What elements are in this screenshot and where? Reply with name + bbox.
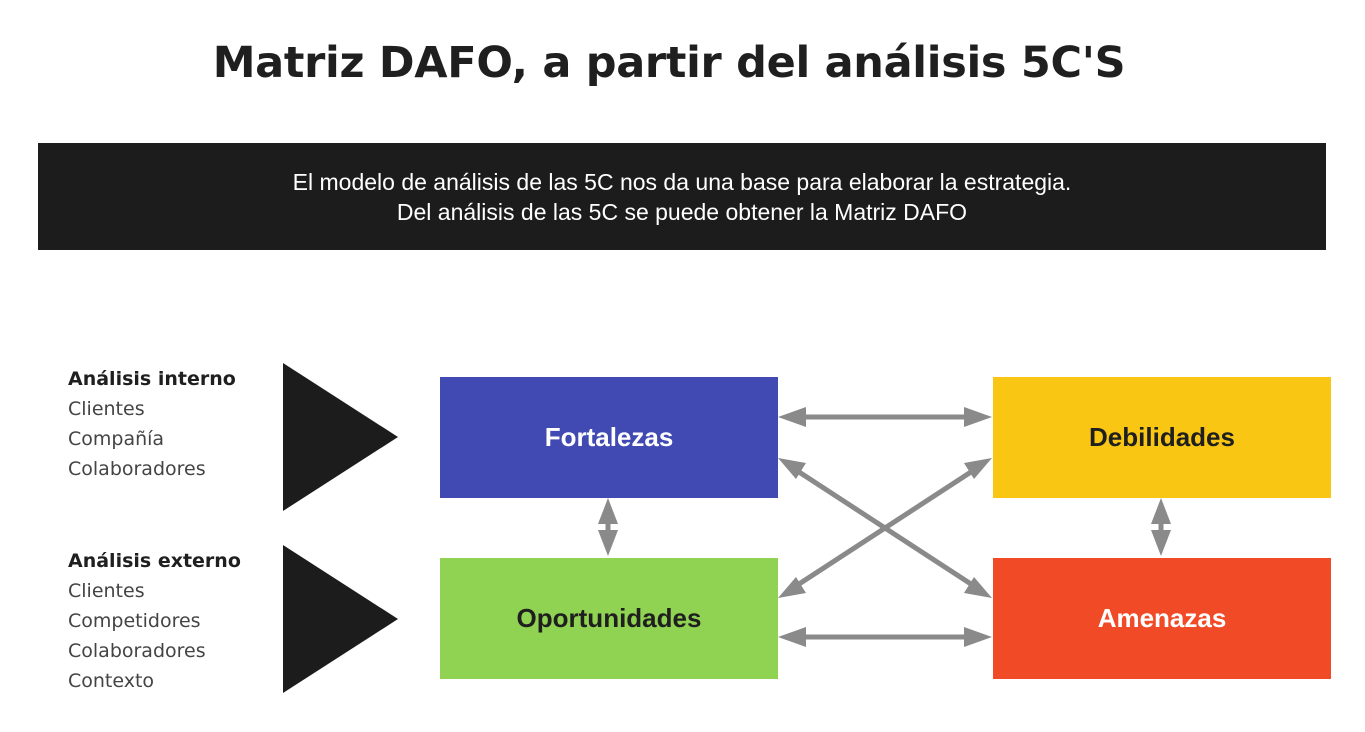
banner-line-2: Del análisis de las 5C se puede obtener … bbox=[396, 198, 968, 225]
internal-triangle bbox=[283, 363, 398, 511]
internal-analysis-heading: Análisis interno bbox=[68, 368, 236, 390]
external-item: Clientes bbox=[68, 580, 145, 602]
debilidades-label: Debilidades bbox=[1089, 422, 1235, 452]
external-item: Contexto bbox=[68, 670, 155, 692]
arrow-fortalezas-debilidades bbox=[778, 407, 992, 427]
fortalezas-label: Fortalezas bbox=[544, 422, 674, 452]
external-analysis-heading: Análisis externo bbox=[68, 550, 241, 572]
debilidades-box: Debilidades bbox=[993, 377, 1331, 498]
amenazas-box: Amenazas bbox=[993, 558, 1331, 679]
external-item: Competidores bbox=[68, 610, 201, 632]
amenazas-label: Amenazas bbox=[1097, 603, 1227, 633]
internal-item: Compañía bbox=[68, 428, 165, 450]
arrow-oportunidades-debilidades bbox=[778, 458, 992, 598]
external-analysis-list: Análisis externo Clientes Competidores C… bbox=[68, 546, 241, 696]
internal-item: Colaboradores bbox=[68, 458, 206, 480]
external-triangle bbox=[283, 545, 398, 693]
internal-item: Clientes bbox=[68, 398, 145, 420]
arrow-oportunidades-amenazas bbox=[778, 627, 992, 647]
external-item: Colaboradores bbox=[68, 640, 206, 662]
banner-line-1: El modelo de análisis de las 5C nos da u… bbox=[292, 168, 1072, 195]
arrow-debilidades-amenazas bbox=[1151, 498, 1171, 556]
oportunidades-box: Oportunidades bbox=[440, 558, 778, 679]
internal-analysis-list: Análisis interno Clientes Compañía Colab… bbox=[68, 364, 236, 484]
oportunidades-label: Oportunidades bbox=[516, 603, 702, 633]
fortalezas-box: Fortalezas bbox=[440, 377, 778, 498]
page-title: Matriz DAFO, a partir del análisis 5C'S bbox=[212, 38, 1126, 88]
arrow-fortalezas-oportunidades bbox=[598, 498, 618, 556]
intro-banner: El modelo de análisis de las 5C nos da u… bbox=[38, 143, 1326, 250]
